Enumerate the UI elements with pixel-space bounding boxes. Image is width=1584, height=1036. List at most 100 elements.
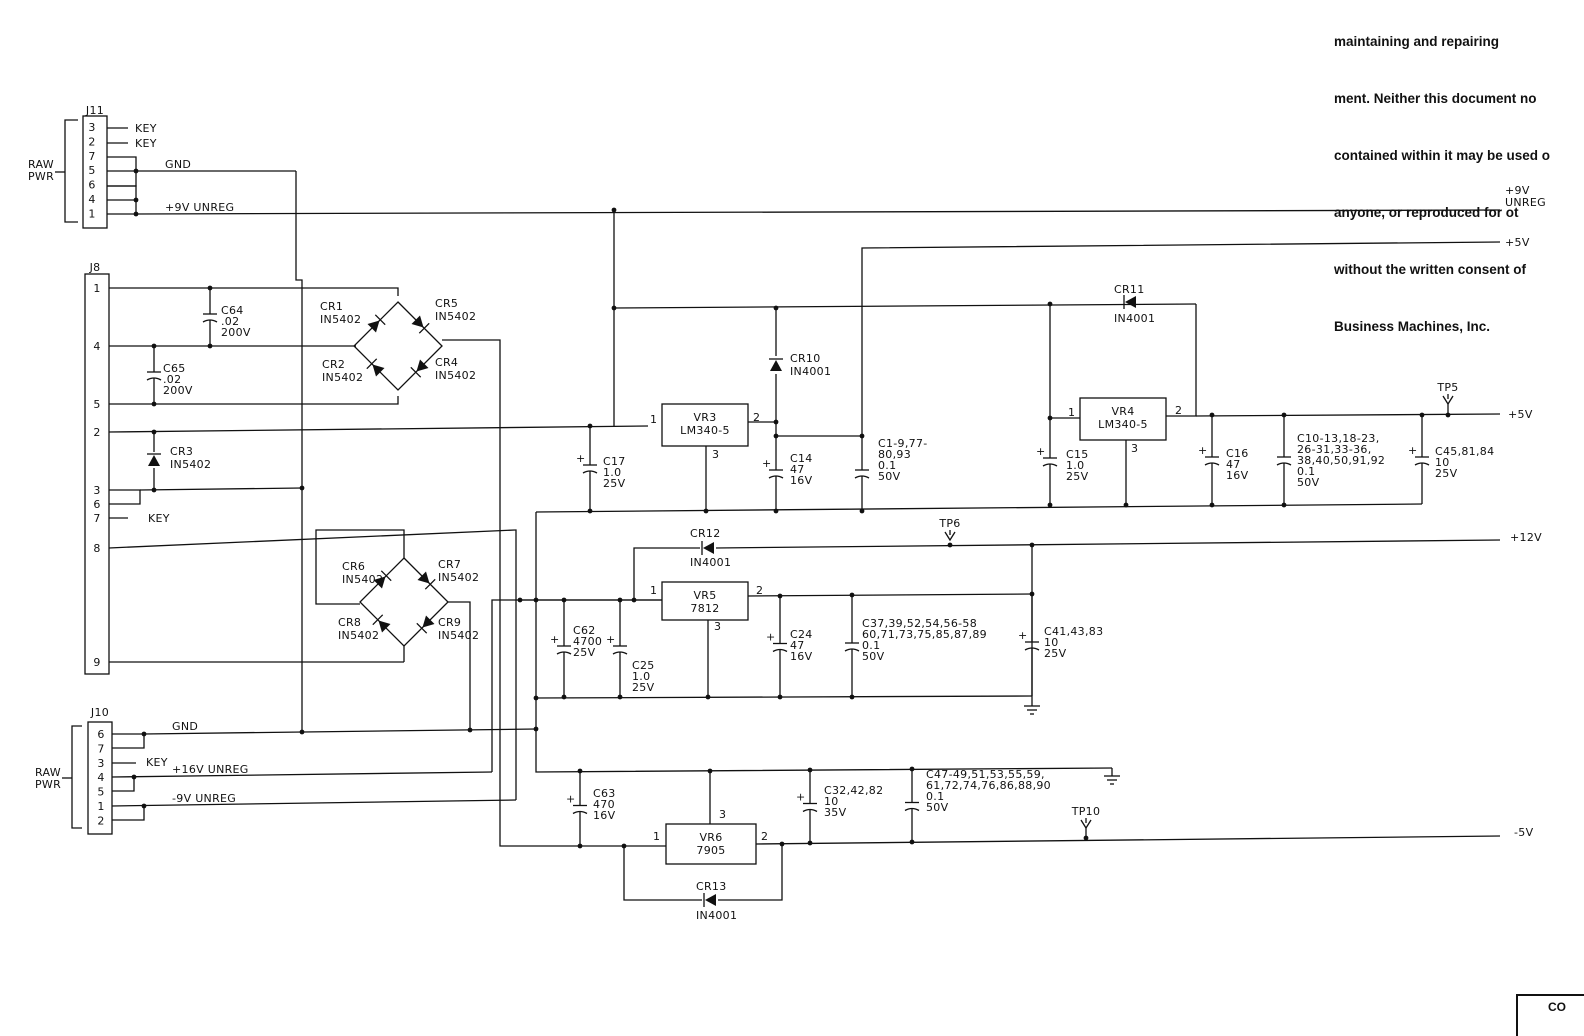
polarity-mark: + bbox=[1198, 444, 1208, 457]
diode-bar bbox=[374, 314, 386, 326]
capacitor-label: 26-31,33-36, bbox=[1297, 443, 1372, 456]
regulator-vr4 bbox=[1079, 397, 1167, 441]
capacitor-label: 0.1 bbox=[1297, 465, 1315, 478]
wire bbox=[109, 396, 399, 405]
wire bbox=[71, 725, 82, 829]
diode-icon bbox=[410, 359, 429, 378]
capacitor-label: 16V bbox=[790, 650, 813, 663]
capacitor-label: C37,39,52,54,56-58 bbox=[862, 617, 977, 630]
wire bbox=[111, 799, 517, 807]
bridge-rectifier-2 bbox=[359, 557, 449, 647]
rail-label: +5V bbox=[1508, 408, 1533, 421]
wire bbox=[315, 529, 405, 605]
capacitor-label: 25V bbox=[573, 646, 596, 659]
pin-number: 2 bbox=[756, 584, 763, 597]
diode-label: IN5402 bbox=[322, 371, 363, 384]
diode-icon bbox=[411, 315, 430, 334]
pin-number: 8 bbox=[93, 542, 100, 555]
capacitor-c47 bbox=[904, 769, 920, 842]
capacitor-c16 bbox=[1204, 416, 1220, 504]
diode-label: CR13 bbox=[696, 880, 727, 893]
wire bbox=[108, 529, 516, 549]
wire bbox=[535, 695, 1033, 699]
wiring bbox=[55, 127, 1501, 901]
pin-number: 3 bbox=[97, 757, 104, 770]
capacitor-label: 50V bbox=[926, 801, 949, 814]
wire bbox=[633, 547, 700, 600]
diode-bar bbox=[418, 322, 430, 334]
ground-icon bbox=[1024, 698, 1040, 715]
testpoint-icon bbox=[1442, 394, 1454, 406]
group-label: RAW bbox=[35, 766, 61, 779]
connector-j8 bbox=[84, 273, 110, 675]
bridge-rectifier-1 bbox=[353, 301, 443, 391]
title-block-corner: CO bbox=[1516, 994, 1584, 1036]
wire bbox=[108, 425, 649, 433]
pin-number: 1 bbox=[650, 413, 657, 426]
wire bbox=[515, 529, 517, 800]
capacitor-label: 38,40,50,91,92 bbox=[1297, 454, 1385, 467]
diode-icon bbox=[373, 570, 392, 589]
diode-label: CR1 bbox=[320, 300, 343, 313]
regulator-vr5 bbox=[661, 581, 749, 621]
capacitor-label: 25V bbox=[632, 681, 655, 694]
regulator-body bbox=[665, 823, 757, 865]
pin-number: 6 bbox=[97, 728, 104, 741]
diode-label: CR6 bbox=[342, 560, 365, 573]
wire bbox=[111, 771, 493, 778]
diode-label: IN4001 bbox=[1114, 312, 1155, 325]
junction-dot bbox=[1047, 502, 1053, 508]
capacitor-c17 bbox=[582, 426, 598, 510]
diode-label: CR2 bbox=[322, 358, 345, 371]
junction-dot bbox=[859, 508, 865, 514]
junction-dot bbox=[151, 487, 157, 493]
pin-number: 3 bbox=[714, 620, 721, 633]
testpoint-label: TP5 bbox=[1436, 381, 1458, 394]
junction-dot bbox=[133, 197, 139, 203]
pin-number: 5 bbox=[93, 398, 100, 411]
capacitor-label: 60,71,73,75,85,87,89 bbox=[862, 628, 987, 641]
capacitor-c45 bbox=[1414, 416, 1430, 504]
wire bbox=[448, 601, 471, 732]
capacitor-label: C15 bbox=[1066, 448, 1089, 461]
capacitor-label: .02 bbox=[163, 373, 181, 386]
signal-label: GND bbox=[172, 720, 198, 733]
capacitor-label: C62 bbox=[573, 624, 596, 637]
diode-triangle bbox=[705, 894, 716, 906]
diode-icon bbox=[417, 571, 436, 590]
pin-number: 3 bbox=[712, 448, 719, 461]
capacitor-c63 bbox=[572, 771, 588, 846]
wire bbox=[718, 844, 783, 901]
diode-bar bbox=[380, 570, 392, 582]
connector-j11 bbox=[82, 115, 108, 229]
signal-label: KEY bbox=[148, 512, 170, 525]
polarity-mark: + bbox=[796, 791, 806, 804]
signal-label: KEY bbox=[135, 122, 157, 135]
wire bbox=[442, 339, 620, 847]
junction-dot bbox=[703, 508, 709, 514]
regulator-vr3 bbox=[661, 403, 749, 447]
wire bbox=[139, 487, 303, 491]
regulator-ref: VR5 bbox=[693, 589, 716, 602]
capacitor-label: 0.1 bbox=[878, 459, 896, 472]
pin-number: 6 bbox=[88, 179, 95, 192]
diode-bar bbox=[424, 578, 436, 590]
capacitor-label: 50V bbox=[878, 470, 901, 483]
wire bbox=[64, 119, 78, 223]
notice-line: Business Machines, Inc. bbox=[1334, 319, 1491, 334]
pin-number: 1 bbox=[650, 584, 657, 597]
capacitor-label: 50V bbox=[862, 650, 885, 663]
diode-bar bbox=[366, 358, 378, 370]
capacitor-label: C45,81,84 bbox=[1435, 445, 1494, 458]
regulator-body bbox=[661, 581, 749, 621]
regulator-part: LM340-5 bbox=[1098, 418, 1148, 431]
capacitor-label: C10-13,18-23, bbox=[1297, 432, 1380, 445]
pin-number: 2 bbox=[761, 830, 768, 843]
notice-line: maintaining and repairing bbox=[1334, 34, 1500, 49]
polarity-mark: + bbox=[550, 633, 560, 646]
connector-name: J10 bbox=[90, 706, 109, 719]
junction-dot bbox=[587, 508, 593, 514]
notice-line: anyone, or reproduced for ot bbox=[1334, 205, 1519, 220]
pin-number: 4 bbox=[88, 193, 95, 206]
